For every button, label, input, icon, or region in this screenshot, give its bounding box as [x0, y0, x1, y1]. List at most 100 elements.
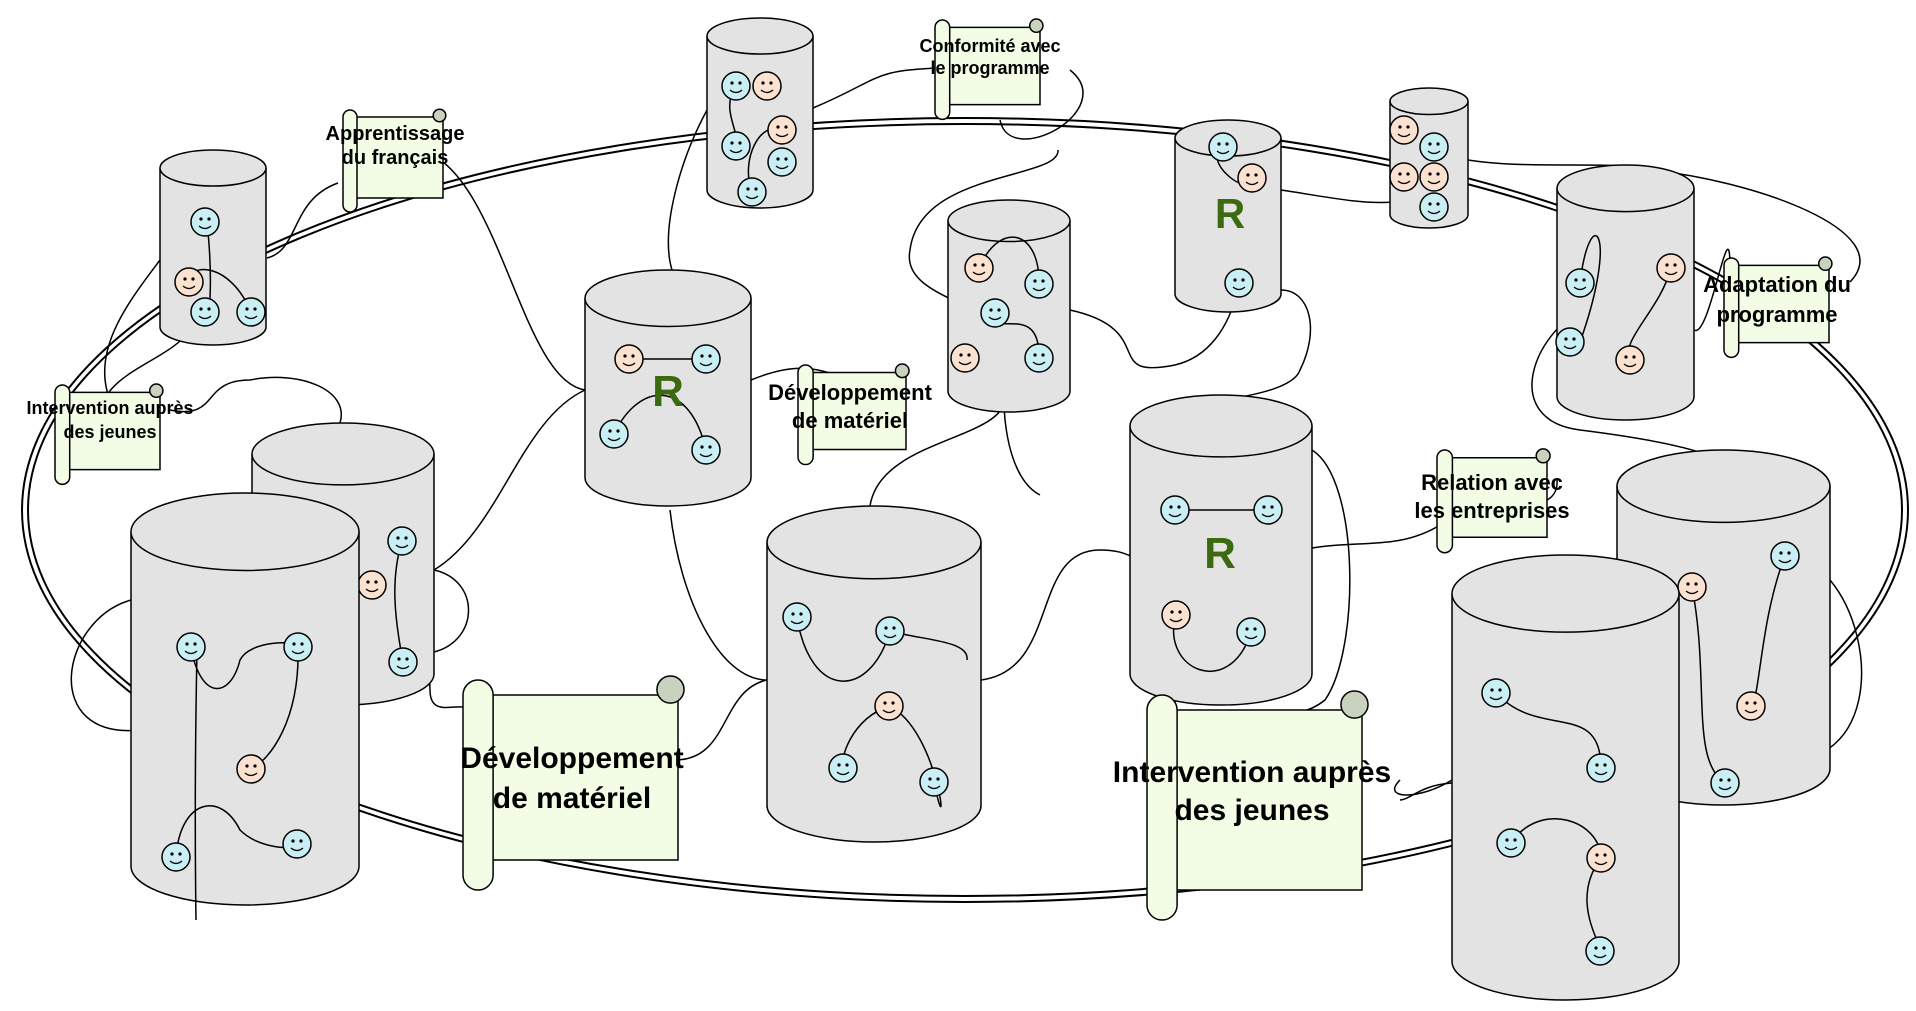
person-smiley-icon — [1419, 192, 1449, 222]
connector-curve — [980, 539, 1141, 681]
person-smiley-icon — [1024, 269, 1054, 299]
role-label: R — [652, 367, 684, 416]
person-smiley-icon — [721, 131, 751, 161]
connector-curve — [812, 67, 941, 109]
member-link — [1495, 692, 1602, 769]
scroll-text-line: le programme — [930, 58, 1049, 78]
cylinder-top — [159, 149, 267, 187]
person-smiley-icon — [283, 632, 313, 662]
cylinder-top — [947, 199, 1071, 243]
team-cylinder — [947, 199, 1071, 413]
team-cylinder — [1555, 164, 1695, 421]
person-smiley-icon — [1236, 617, 1266, 647]
connector-curve — [433, 569, 470, 653]
person-smiley-icon — [1419, 162, 1449, 192]
team-cylinder: R — [584, 269, 752, 507]
scroll-roll-left — [342, 109, 358, 213]
connector-curve — [70, 599, 141, 732]
connector-curve — [433, 389, 586, 571]
cylinder-top — [1556, 164, 1695, 213]
scroll-roll-left — [1723, 257, 1740, 359]
cylinder-body — [1556, 188, 1695, 421]
person-smiley-icon — [964, 253, 994, 283]
person-smiley-icon — [1585, 936, 1615, 966]
scroll-roll-left — [1146, 694, 1178, 921]
scroll-roll-right — [656, 675, 685, 704]
cylinder-top — [706, 17, 814, 55]
person-smiley-icon — [950, 343, 980, 373]
person-smiley-icon — [874, 691, 904, 721]
person-smiley-icon — [236, 754, 266, 784]
person-smiley-icon — [1481, 678, 1511, 708]
person-smiley-icon — [1677, 572, 1707, 602]
person-smiley-icon — [1586, 843, 1616, 873]
scroll-roll-left — [54, 384, 71, 486]
scroll-roll-left — [462, 679, 494, 891]
cylinder-body — [159, 168, 267, 346]
scroll-label: Intervention auprès des jeunes — [26, 383, 194, 486]
cylinder-body — [130, 531, 360, 906]
scroll-text-line: Intervention auprès — [26, 398, 193, 418]
scroll-text-line: programme — [1716, 302, 1837, 327]
person-smiley-icon — [176, 632, 206, 662]
scroll-body — [477, 694, 679, 861]
scroll-text-line: des jeunes — [1174, 794, 1329, 827]
person-smiley-icon — [919, 767, 949, 797]
person-smiley-icon — [236, 297, 266, 327]
scroll-text-line: Adaptation du — [1703, 272, 1851, 297]
connector-curve — [869, 399, 1006, 507]
connector-curve — [669, 509, 768, 681]
person-smiley-icon — [828, 753, 858, 783]
cylinders-layer: RRR — [130, 17, 1831, 1001]
person-smiley-icon — [161, 842, 191, 872]
role-label: R — [1204, 529, 1236, 578]
person-smiley-icon — [1586, 753, 1616, 783]
cylinder-top — [1616, 449, 1831, 524]
person-smiley-icon — [1770, 541, 1800, 571]
person-smiley-icon — [1496, 828, 1526, 858]
scroll-text-line: Développement — [460, 742, 683, 775]
connector-curve — [1393, 779, 1453, 796]
cylinder-top — [130, 492, 360, 572]
person-smiley-icon — [614, 344, 644, 374]
person-smiley-icon — [388, 647, 418, 677]
scroll-text-line: Conformité avec — [919, 36, 1060, 56]
cylinder-body — [766, 542, 982, 843]
person-smiley-icon — [752, 71, 782, 101]
scroll-roll-right — [148, 383, 164, 399]
person-smiley-icon — [174, 267, 204, 297]
person-smiley-icon — [387, 526, 417, 556]
person-smiley-icon — [782, 602, 812, 632]
person-smiley-icon — [1389, 115, 1419, 145]
scroll-text-line: du français — [342, 147, 449, 169]
scroll-roll-right — [1028, 18, 1044, 34]
connector-curve — [104, 259, 161, 401]
person-smiley-icon — [1565, 268, 1595, 298]
outer-ring — [21, 117, 1909, 903]
scroll-text-line: des jeunes — [63, 422, 156, 442]
connector-curve — [1311, 524, 1441, 549]
connector-curve — [169, 376, 343, 424]
scroll-roll-right — [1535, 448, 1551, 464]
cylinder-top — [1129, 394, 1313, 458]
person-smiley-icon — [980, 298, 1010, 328]
person-smiley-icon — [190, 207, 220, 237]
person-smiley-icon — [1555, 327, 1585, 357]
member-link — [190, 642, 299, 690]
member-link — [1691, 586, 1726, 784]
person-smiley-icon — [1253, 495, 1283, 525]
person-smiley-icon — [691, 435, 721, 465]
person-smiley-icon — [1710, 768, 1740, 798]
person-smiley-icon — [1736, 691, 1766, 721]
person-smiley-icon — [357, 570, 387, 600]
scroll-roll-right — [1340, 690, 1369, 719]
member-link — [1579, 234, 1601, 343]
scroll-label: Adaptation du programme — [1703, 256, 1851, 359]
person-smiley-icon — [691, 344, 721, 374]
team-cylinder: R — [1129, 394, 1313, 706]
